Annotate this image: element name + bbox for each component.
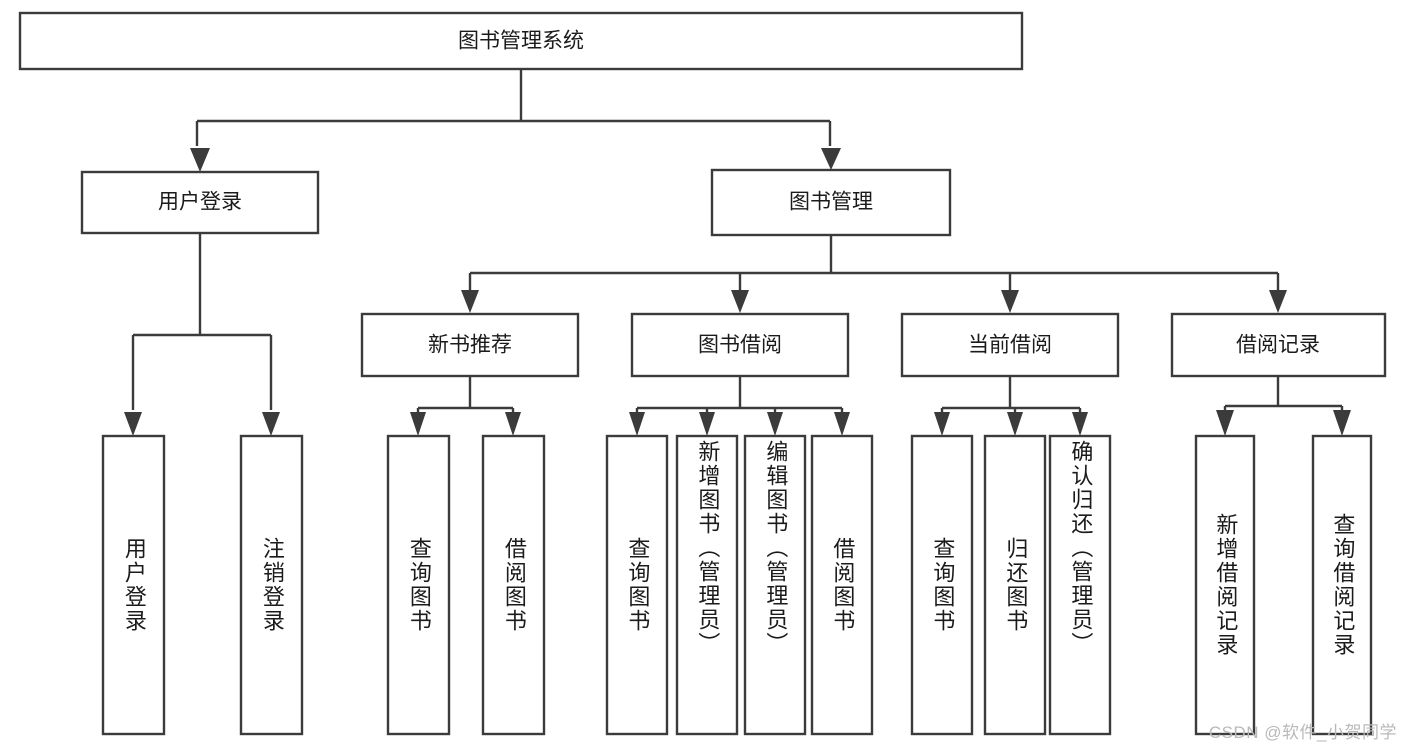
connector-book-management-to-level3 (468, 235, 1280, 290)
arrow-to-leaf-edit-book (767, 412, 783, 436)
node-book-borrow-box[interactable] (630, 312, 850, 378)
arrow-to-book-borrow (731, 290, 749, 313)
node-book-borrow-label: 图书借阅 (698, 334, 782, 357)
node-new-book-recommend-label: 新书推荐 (428, 334, 512, 357)
arrow-to-leaf-add-record (1216, 410, 1234, 436)
node-leaf-edit-book-box[interactable] (743, 434, 807, 736)
nodes-layer: 图书管理系统 用户登录 图书管理 新书推荐 图书借阅 当前借阅 借阅记录 (18, 11, 1387, 736)
arrow-to-leaf-user-logout (262, 412, 280, 436)
connector-borrow-record-to-leaves (1223, 376, 1344, 412)
node-leaf-query-book-3-box[interactable] (910, 434, 974, 736)
node-leaf-borrow-book-1-box[interactable] (481, 434, 546, 736)
node-leaf-add-book-box[interactable] (675, 434, 739, 736)
node-leaf-borrow-book-2-box[interactable] (810, 434, 874, 736)
arrowheads-layer (124, 148, 1351, 436)
arrow-to-leaf-user-login (124, 412, 142, 436)
arrow-to-current-borrow (1001, 290, 1019, 313)
connector-user-login-to-leaves (131, 233, 273, 410)
arrow-to-leaf-borrow-book-2 (834, 412, 850, 436)
arrow-to-borrow-record (1269, 290, 1287, 313)
node-current-borrow-label: 当前借阅 (968, 334, 1052, 357)
node-leaf-query-book-1-box[interactable] (386, 434, 451, 736)
node-leaf-user-logout-box[interactable] (239, 434, 304, 736)
arrow-to-leaf-confirm-return (1072, 412, 1088, 436)
node-leaf-add-record-box[interactable] (1194, 434, 1256, 736)
connector-root-to-level2 (195, 69, 832, 146)
node-book-management-box[interactable] (710, 168, 952, 237)
arrow-to-leaf-add-book (699, 412, 715, 436)
node-root-label: 图书管理系统 (458, 30, 584, 53)
node-leaf-return-book-box[interactable] (983, 434, 1047, 736)
node-borrow-record-box[interactable] (1170, 312, 1387, 378)
node-borrow-record-label: 借阅记录 (1236, 334, 1320, 357)
arrow-to-leaf-query-book-2 (629, 412, 645, 436)
csdn-watermark: CSDN @软件_小贺同学 (1208, 723, 1397, 742)
node-book-management-label: 图书管理 (789, 191, 873, 214)
node-leaf-query-book-2-box[interactable] (605, 434, 669, 736)
node-new-book-recommend-box[interactable] (360, 312, 580, 378)
node-current-borrow-box[interactable] (900, 312, 1120, 378)
arrow-to-leaf-return-book (1007, 412, 1023, 436)
connector-book-borrow-to-leaves (635, 376, 844, 414)
arrow-to-leaf-borrow-book-1 (505, 412, 521, 436)
connector-new-book-recommend-to-leaves (416, 376, 515, 414)
arrow-to-user-login (190, 148, 210, 172)
node-leaf-confirm-return-box[interactable] (1048, 434, 1112, 736)
node-leaf-user-login-box[interactable] (101, 434, 166, 736)
connector-current-borrow-to-leaves (940, 376, 1082, 414)
node-user-login-box[interactable] (80, 170, 320, 235)
node-root-box[interactable] (18, 11, 1024, 71)
node-user-login-label: 用户登录 (158, 191, 242, 214)
arrow-to-leaf-query-book-3 (934, 412, 950, 436)
connectors-layer (131, 69, 1344, 414)
node-leaf-query-record-box[interactable] (1311, 434, 1373, 736)
arrow-to-book-management (821, 148, 841, 170)
arrow-to-leaf-query-record (1333, 410, 1351, 436)
arrow-to-leaf-query-book-1 (410, 412, 426, 436)
arrow-to-new-book-recommend (461, 290, 479, 313)
